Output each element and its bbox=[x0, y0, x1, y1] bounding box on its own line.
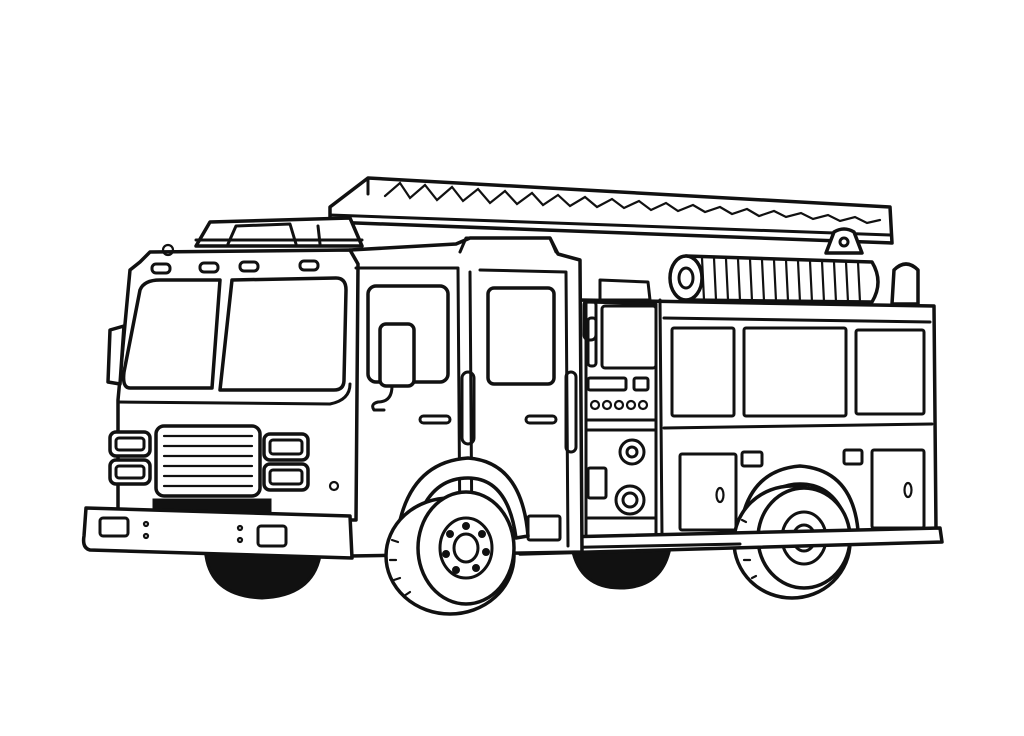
front-grille bbox=[108, 424, 310, 498]
front-wheel bbox=[204, 554, 322, 600]
hose-reel bbox=[668, 254, 920, 306]
middle-wheel bbox=[384, 456, 530, 616]
rear-body bbox=[578, 278, 938, 542]
bumper bbox=[81, 498, 354, 560]
mid-wheel bbox=[570, 546, 672, 590]
ladder bbox=[328, 176, 894, 255]
